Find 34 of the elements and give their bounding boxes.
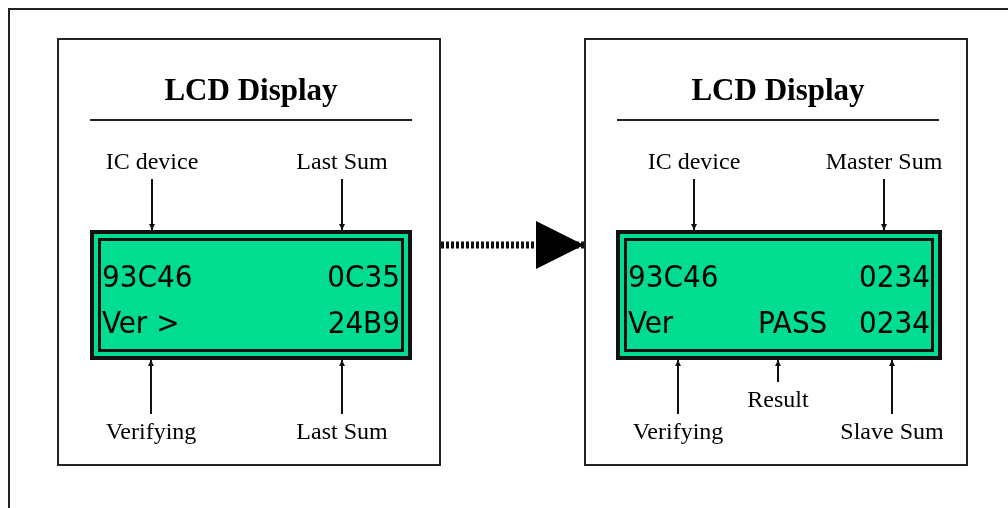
display-readout: 24B9 <box>327 304 400 340</box>
arrow <box>441 221 584 269</box>
display-readout: Ver > <box>102 304 180 340</box>
callout-label: IC device <box>105 148 199 175</box>
lcd-screen <box>90 230 412 360</box>
lcd-screen <box>616 230 942 360</box>
arrow <box>149 178 155 231</box>
display-readout: PASS <box>758 304 828 340</box>
display-readout: 93C46 <box>102 258 193 294</box>
callout-label: Slave Sum <box>840 418 944 445</box>
arrow <box>339 359 345 415</box>
callout-label: Last Sum <box>296 418 388 445</box>
callout-label: IC device <box>647 148 741 175</box>
arrow <box>691 178 697 231</box>
arrow <box>881 178 887 231</box>
arrow <box>889 359 895 415</box>
callout-label: Last Sum <box>296 148 388 175</box>
display-readout: Ver <box>628 304 674 340</box>
callout-label: Result <box>747 386 809 413</box>
display-panel <box>584 38 968 466</box>
callout-label: Verifying <box>632 418 724 445</box>
callout-label: Verifying <box>105 418 197 445</box>
panel-heading: LCD Display <box>691 72 865 108</box>
arrow <box>339 178 345 231</box>
arrow <box>775 359 781 383</box>
callout-label: Master Sum <box>825 148 943 175</box>
display-panel <box>57 38 441 466</box>
display-readout: 93C46 <box>628 258 719 294</box>
panel-heading: LCD Display <box>164 72 338 108</box>
arrow <box>675 359 681 415</box>
arrow <box>148 359 154 415</box>
display-readout: 0C35 <box>327 258 400 294</box>
display-readout: 0234 <box>859 304 930 340</box>
display-readout: 0234 <box>859 258 930 294</box>
